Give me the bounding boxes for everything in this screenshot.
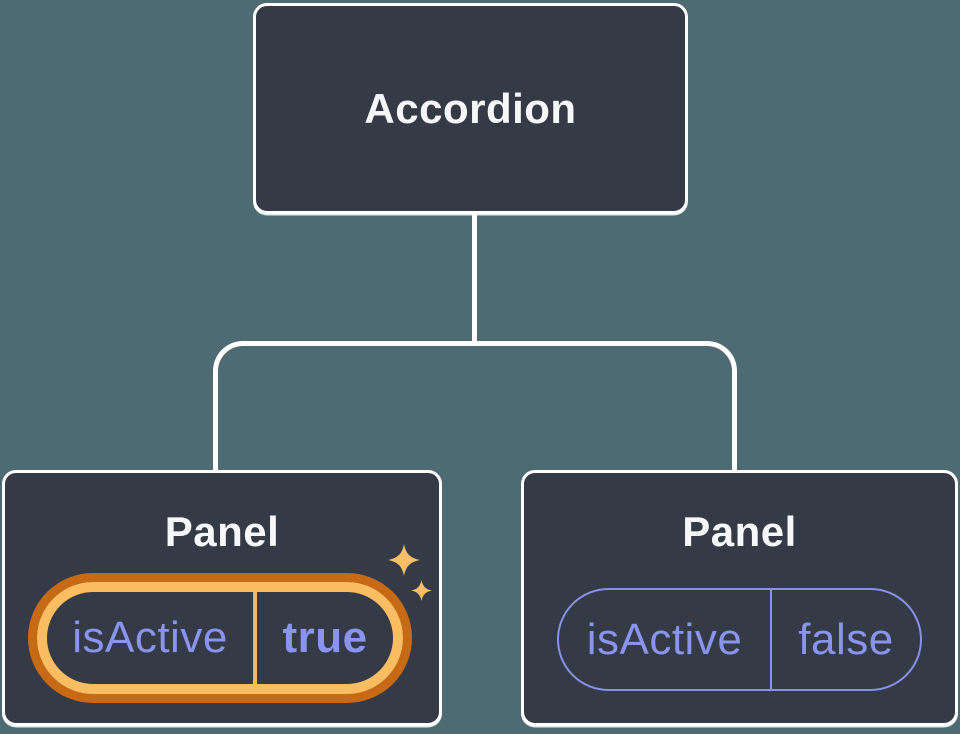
state-pill-active-inner: isActive true (37, 582, 403, 694)
sparkle-small-icon (411, 580, 432, 601)
state-key: isActive (72, 613, 228, 662)
state-pill-inactive: isActive false (557, 588, 922, 691)
node-panel-inactive: Panel isActive false (521, 470, 958, 726)
state-key: isActive (586, 614, 743, 664)
sparkles-icon (388, 544, 420, 576)
panel-label: Panel (682, 508, 797, 555)
connector-stem (472, 214, 477, 343)
state-value: true (282, 613, 368, 662)
node-accordion: Accordion (253, 3, 688, 214)
panel-label: Panel (164, 508, 280, 555)
accordion-label: Accordion (364, 84, 577, 132)
connector-bracket (213, 341, 737, 470)
state-value: false (798, 614, 894, 664)
pill-divider (253, 592, 257, 684)
pill-divider (770, 590, 772, 689)
node-panel-active: Panel isActive true (2, 470, 442, 726)
state-pill-active: isActive true (28, 573, 412, 703)
